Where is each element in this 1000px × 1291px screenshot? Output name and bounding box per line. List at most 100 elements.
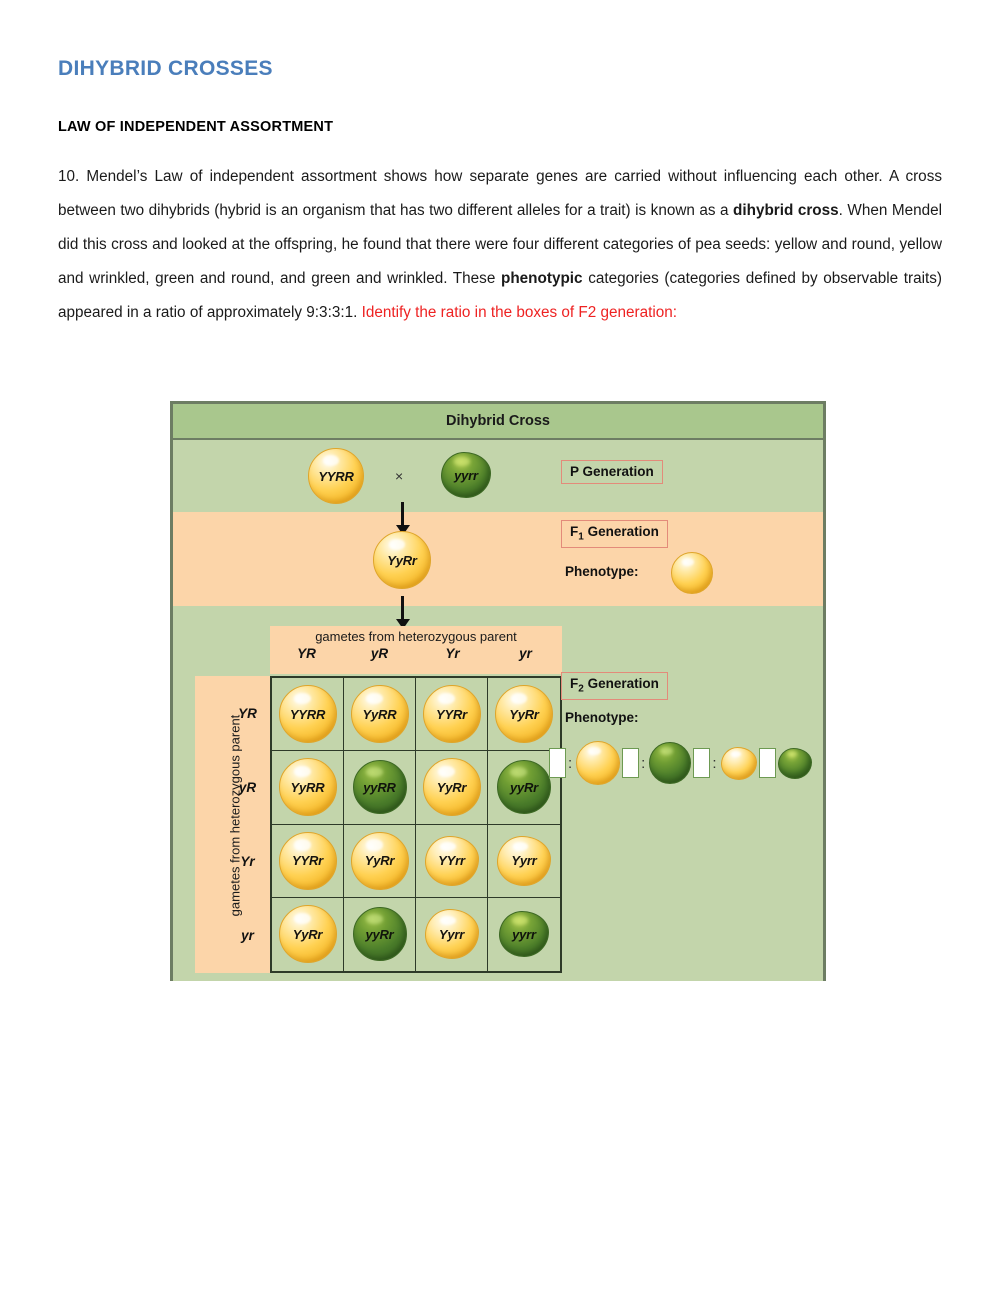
punnett-cell: yyRr <box>488 751 560 825</box>
ratio-answer-box-4[interactable] <box>758 748 776 778</box>
ratio-answer-box-3[interactable] <box>693 748 711 778</box>
punnett-pea-yellow-wrinkled-icon: YYrr <box>422 834 481 887</box>
ratio-pea-yellow-round-icon <box>576 741 621 785</box>
f1-phenotype-label: Phenotype: <box>565 564 639 579</box>
punnett-genotype: yyrr <box>512 926 536 942</box>
punnett-cell: Yyrr <box>416 897 488 971</box>
punnett-pea-yellow-round-icon: YyRR <box>350 685 409 744</box>
p-generation-label: P Generation <box>561 460 663 484</box>
p-parent2-genotype: yyrr <box>454 467 478 483</box>
gametes-left-alleles: YR yR Yr yr <box>225 676 270 973</box>
punnett-pea-yellow-round-icon: YYRR <box>278 685 337 744</box>
punnett-pea-green-round-icon: yyRr <box>352 907 407 962</box>
ratio-answer-box-2[interactable] <box>622 748 640 778</box>
f1-generation-label: F1 Generation <box>561 520 668 548</box>
punnett-pea-green-wrinkled-icon: yyrr <box>497 910 551 959</box>
punnett-cell: YYRR <box>272 678 344 752</box>
f2-label-sub: 2 <box>578 683 584 695</box>
punnett-genotype: YyRR <box>362 706 397 722</box>
punnett-cell: YyRR <box>272 751 344 825</box>
section-subtitle: LAW OF INDEPENDENT ASSORTMENT <box>58 119 334 135</box>
ratio-colon-2: : <box>641 754 646 772</box>
red-instruction-text: Identify the ratio in the boxes of F2 ge… <box>361 304 678 321</box>
punnett-pea-yellow-round-icon: YYRr <box>278 831 337 890</box>
punnett-cell: yyRR <box>344 751 416 825</box>
punnett-cell: Yyrr <box>488 825 560 898</box>
p-parent2-pea-green-wrinkled-icon: yyrr <box>439 450 493 500</box>
punnett-cell: YyRr <box>416 751 488 825</box>
punnett-cell: yyRr <box>344 897 416 971</box>
gametes-top-caption: gametes from heterozygous parent <box>315 629 517 644</box>
punnett-cell: YYRr <box>272 824 344 898</box>
gametes-top-header: gametes from heterozygous parent YR yR Y… <box>270 626 562 674</box>
punnett-pea-yellow-round-icon: YyRr <box>422 758 481 817</box>
arrow-down-icon-f1-to-f2 <box>395 596 410 629</box>
arrow-down-icon-p-to-f1 <box>395 502 410 535</box>
gamete-left-2: Yr <box>240 854 255 870</box>
term-phenotypic: phenotypic <box>500 270 583 287</box>
gamete-top-1: yR <box>370 646 389 661</box>
punnett-genotype: yyRr <box>509 779 539 795</box>
f2-generation-label: F2 Generation <box>561 672 668 700</box>
gametes-left-header: gametes from heterozygous parent YR yR Y… <box>195 676 270 973</box>
punnett-cell: YYRr <box>416 678 488 752</box>
gamete-top-2: Yr <box>445 646 460 661</box>
ratio-pea-yellow-wrinkled-icon <box>719 746 758 780</box>
f1-generation-band <box>173 512 823 606</box>
punnett-pea-yellow-round-icon: YYRr <box>422 685 481 744</box>
punnett-cell: YYrr <box>416 824 488 898</box>
term-dihybrid-cross: dihybrid cross <box>733 202 839 219</box>
punnett-genotype: YYRR <box>289 706 326 722</box>
gamete-top-0: YR <box>297 646 316 661</box>
ratio-answer-box-1[interactable] <box>549 748 566 778</box>
punnett-pea-green-round-icon: yyRR <box>352 760 407 815</box>
f1-phenotype-pea-yellow-round-icon <box>671 552 713 594</box>
punnett-genotype: YyRr <box>436 779 467 795</box>
gamete-left-1: yR <box>238 779 257 795</box>
punnett-genotype: YYRr <box>436 706 467 722</box>
f1-label-sub: 1 <box>578 531 584 543</box>
gamete-left-3: yr <box>241 928 254 944</box>
punnett-cell: YyRr <box>488 678 560 752</box>
ratio-colon-3: : <box>712 754 717 772</box>
cross-symbol: × <box>395 468 404 484</box>
punnett-pea-green-round-icon: yyRr <box>497 760 551 815</box>
ratio-pea-green-wrinkled-icon <box>776 747 813 779</box>
punnett-genotype: yyRR <box>363 779 396 795</box>
f2-phenotype-label: Phenotype: <box>565 710 639 725</box>
f2-ratio-answer-row: : : : <box>549 741 814 785</box>
dihybrid-cross-diagram: Dihybrid Cross YYRR × yyrr P Generation … <box>170 401 826 981</box>
punnett-pea-yellow-round-icon: YyRr <box>495 685 553 744</box>
punnett-genotype: Yyrr <box>438 926 465 942</box>
punnett-pea-yellow-wrinkled-icon: Yyrr <box>495 834 553 887</box>
punnett-genotype: YyRr <box>292 926 323 942</box>
f1-label-text: F <box>570 524 579 539</box>
gamete-left-0: YR <box>238 705 257 721</box>
diagram-title: Dihybrid Cross <box>446 413 550 429</box>
punnett-genotype: yyRr <box>365 926 394 942</box>
f2-label-text: F <box>570 676 579 691</box>
punnett-genotype: YYRr <box>292 853 323 869</box>
punnett-genotype: Yyrr <box>511 853 537 869</box>
paragraph-part-3: categories (categories defined by observ… <box>58 270 942 321</box>
ratio-colon-1: : <box>568 754 573 772</box>
punnett-pea-yellow-round-icon: YyRR <box>278 758 337 817</box>
punnett-genotype: YyRr <box>509 706 539 722</box>
punnett-cell: YyRr <box>272 897 344 971</box>
punnett-cell: YyRr <box>344 824 416 898</box>
f1-pea-yellow-round-icon: YyRr <box>373 531 431 589</box>
page-title: DIHYBRID CROSSES <box>58 57 273 80</box>
punnett-genotype: YyRR <box>290 779 325 795</box>
f2-label-suffix: Generation <box>583 676 659 691</box>
diagram-title-bar: Dihybrid Cross <box>173 404 823 440</box>
f1-label-suffix: Generation <box>583 524 659 539</box>
p-generation-band <box>173 440 823 512</box>
punnett-pea-yellow-wrinkled-icon: Yyrr <box>422 908 481 961</box>
punnett-cell: YyRR <box>344 678 416 752</box>
ratio-pea-green-round-icon <box>649 742 692 784</box>
p-parent1-genotype: YYRR <box>318 468 354 484</box>
paragraph-part-2: . When Mendel did this cross and looked … <box>58 202 943 287</box>
punnett-pea-yellow-round-icon: YyRr <box>350 831 409 890</box>
